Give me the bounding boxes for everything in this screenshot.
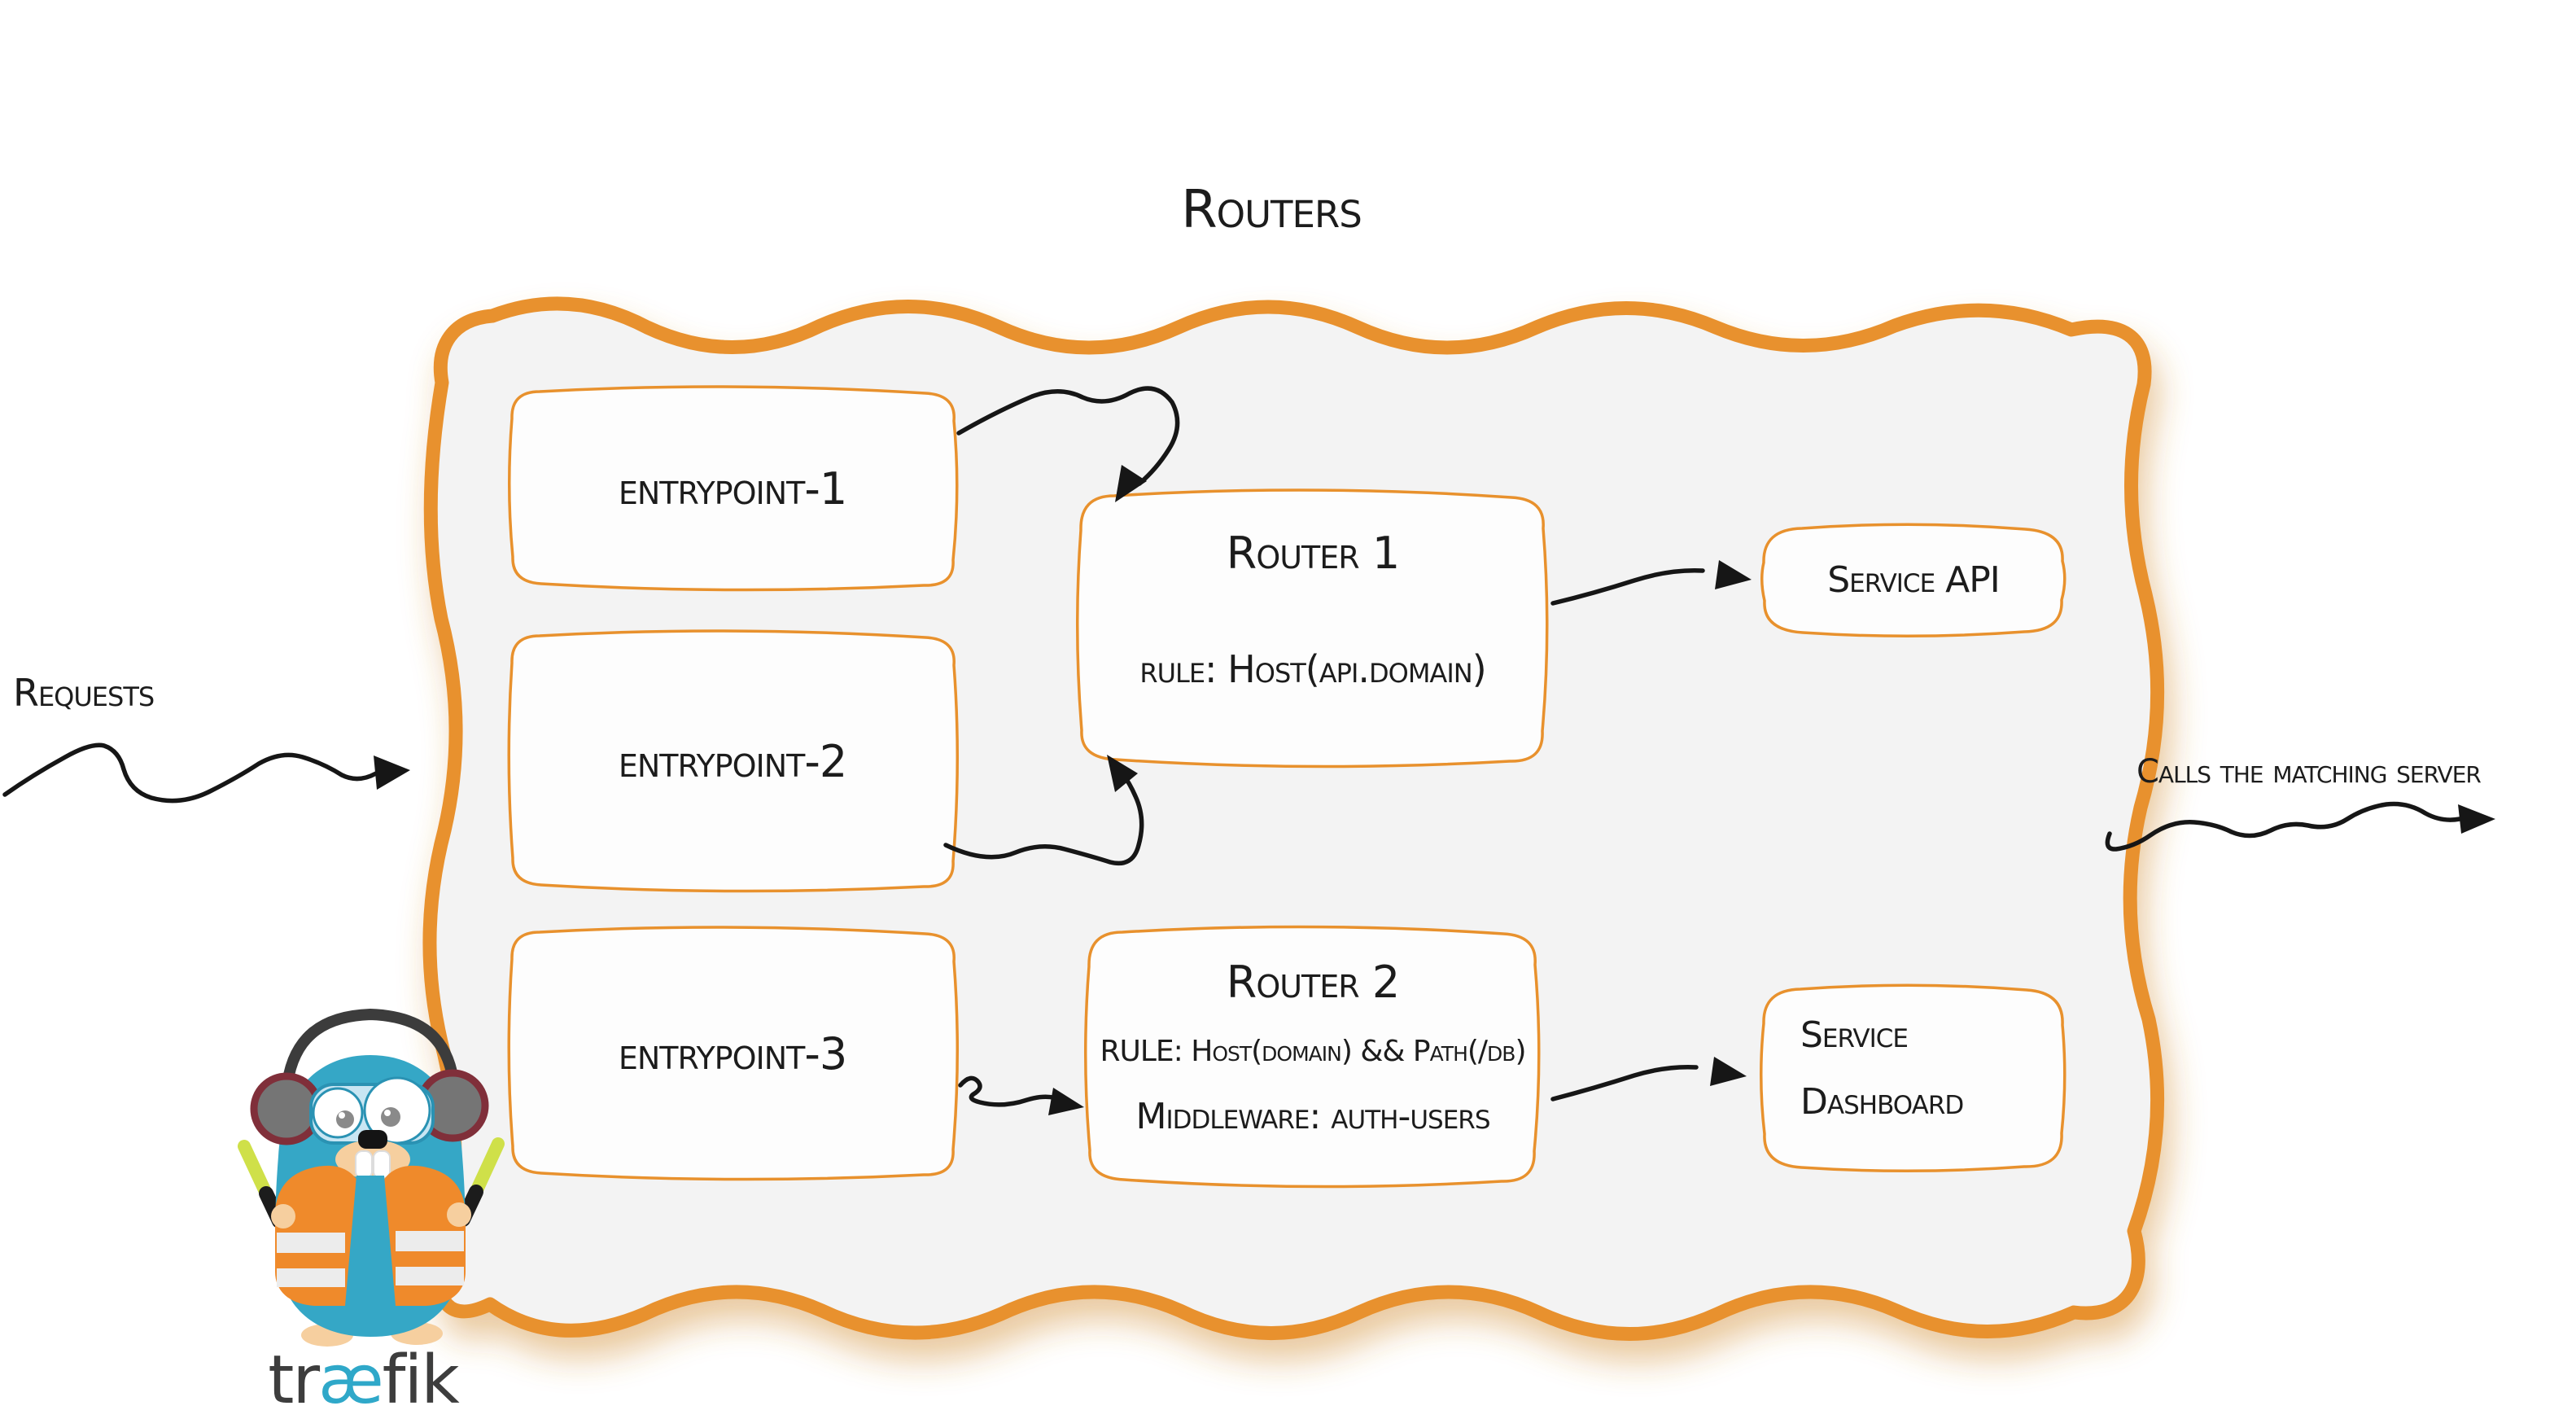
traefik-gopher-logo: [238, 1008, 505, 1347]
requests-arrowhead: [374, 755, 410, 790]
entrypoint-1-label: entrypoint-1: [618, 463, 847, 515]
service-dashboard-box: [1760, 983, 2066, 1173]
entrypoint2-to-router1-arrow: [943, 771, 1144, 866]
vest-stripe-left-bottom: [277, 1268, 345, 1287]
gopher-left-pupil: [336, 1110, 354, 1128]
requests-arrow: [2, 742, 378, 804]
router-2-rule: RULE: Host(domain) && Path(/db): [1100, 1035, 1527, 1068]
router-2-title: Router 2: [1226, 957, 1400, 1008]
gopher-left-eye: [312, 1087, 364, 1139]
gopher-left-hand: [271, 1204, 295, 1228]
entrypoint3-arrowhead: [1048, 1088, 1084, 1115]
entrypoint-2-label: entrypoint-2: [618, 736, 847, 787]
router-2-box: [1084, 925, 1541, 1189]
service-api-label: Service API: [1827, 559, 2001, 601]
requests-label: Requests: [13, 671, 155, 715]
gopher-headphones-band: [281, 1008, 460, 1097]
traefik-wordmark-part3: fik: [382, 1342, 460, 1419]
vest-stripe-left-top: [277, 1233, 345, 1253]
calls-arrowhead: [2458, 804, 2495, 834]
gopher-left-tooth: [355, 1150, 373, 1179]
service-api-box: [1760, 523, 2066, 638]
router-2-middleware: Middleware: auth-users: [1135, 1096, 1491, 1137]
entrypoint2-arrowhead: [1107, 755, 1138, 792]
entrypoint-3-box: [507, 926, 959, 1181]
vest-stripe-right-bottom: [396, 1267, 464, 1285]
router1-to-service-api-arrow: [1550, 568, 1705, 606]
traefik-wordmark-part1: tr: [268, 1342, 320, 1419]
entrypoint1-arrowhead: [1115, 465, 1147, 502]
traefik-wordmark-ae: æ: [318, 1342, 384, 1419]
gopher-left-pupil-glint: [339, 1112, 345, 1119]
service-dashboard-label-line2: Dashboard: [1800, 1081, 1964, 1123]
entrypoint-3-label: entrypoint-3: [618, 1028, 847, 1080]
router-1-title: Router 1: [1226, 528, 1400, 579]
vest-stripe-right-top: [396, 1231, 464, 1251]
calls-matching-server-arrow: [2105, 801, 2462, 852]
entrypoint-1-box: [508, 385, 959, 592]
gopher-right-pupil: [381, 1107, 400, 1127]
router-1-rule: rule: Host(api.domain): [1139, 647, 1486, 691]
entrypoint3-to-router2-arrow: [958, 1075, 1065, 1107]
router2-to-service-dashboard-arrow: [1550, 1064, 1699, 1101]
router2-arrowhead: [1710, 1057, 1747, 1086]
service-dashboard-label-line1: Service: [1800, 1014, 1909, 1056]
router1-arrowhead: [1715, 560, 1752, 589]
traefik-wordmark: træfik: [257, 1342, 469, 1419]
gopher-right-hand: [447, 1202, 471, 1227]
calls-matching-server-label: Calls the matching server: [2136, 753, 2482, 791]
gopher-right-pupil-glint: [384, 1110, 391, 1116]
diagram-title: Routers: [1181, 180, 1362, 240]
gopher-nose: [358, 1130, 387, 1149]
gopher-vest-chest-gap: [345, 1176, 396, 1306]
gopher-right-tooth: [373, 1150, 391, 1179]
entrypoint-2-box: [507, 629, 959, 893]
entrypoint1-to-router1-arrow: [956, 386, 1180, 486]
router-1-box: [1076, 488, 1549, 769]
